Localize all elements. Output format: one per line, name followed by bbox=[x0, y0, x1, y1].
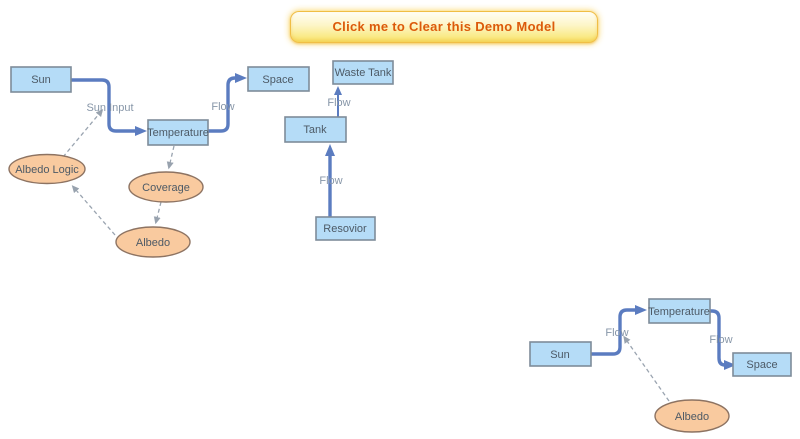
variable-albedo-logic[interactable]: Albedo Logic bbox=[8, 153, 86, 185]
stock-space-1[interactable]: Space bbox=[247, 66, 310, 92]
flow-temperature2-to-space2[interactable] bbox=[710, 309, 736, 370]
flow-label-temp2-space2[interactable]: Flow bbox=[709, 334, 732, 346]
variable-albedo-2-label: Albedo bbox=[675, 411, 709, 423]
variable-albedo-1[interactable]: Albedo bbox=[115, 226, 191, 258]
stock-space-2[interactable]: Space bbox=[732, 352, 792, 377]
flow-temperature1-to-space1[interactable] bbox=[208, 73, 247, 133]
connector-temperature-to-coverage[interactable] bbox=[166, 145, 175, 170]
stock-resovior-label: Resovior bbox=[323, 223, 367, 235]
flow-label-sun2-temp2[interactable]: Flow bbox=[605, 327, 628, 339]
variable-albedo-logic-label: Albedo Logic bbox=[15, 164, 79, 176]
stock-sun-2[interactable]: Sun bbox=[529, 341, 592, 367]
stock-sun-1-label: Sun bbox=[31, 74, 51, 86]
flow-label-tank-wastetank[interactable]: Flow bbox=[327, 97, 350, 109]
stock-sun-1[interactable]: Sun bbox=[10, 66, 72, 93]
stock-sun-2-label: Sun bbox=[550, 349, 570, 361]
connector-albedo-to-albedologic[interactable] bbox=[71, 185, 116, 236]
flow-sun1-to-temperature1[interactable] bbox=[71, 78, 147, 136]
variable-albedo-1-label: Albedo bbox=[136, 237, 170, 249]
stock-tank-label: Tank bbox=[303, 124, 327, 136]
flow-label-sun-input[interactable]: Sun Input bbox=[86, 102, 133, 114]
stock-tank[interactable]: Tank bbox=[284, 116, 347, 143]
stock-waste-tank[interactable]: Waste Tank bbox=[332, 60, 394, 85]
stock-temperature-1-label: Temperature bbox=[147, 127, 209, 139]
stock-waste-tank-label: Waste Tank bbox=[335, 67, 392, 79]
clear-demo-model-button[interactable]: Click me to Clear this Demo Model bbox=[290, 11, 598, 43]
stock-temperature-2-label: Temperature bbox=[648, 306, 710, 318]
variable-coverage-label: Coverage bbox=[142, 182, 190, 194]
flow-label-resovior-tank[interactable]: Flow bbox=[319, 175, 342, 187]
variable-albedo-2[interactable]: Albedo bbox=[654, 399, 730, 433]
stock-temperature-1[interactable]: Temperature bbox=[147, 119, 209, 146]
connector-albedo2-to-flow[interactable] bbox=[623, 335, 670, 402]
flow-sun2-to-temperature2[interactable] bbox=[591, 305, 647, 356]
stock-space-2-label: Space bbox=[746, 359, 777, 371]
connector-coverage-to-albedo[interactable] bbox=[153, 201, 162, 225]
stock-resovior[interactable]: Resovior bbox=[315, 216, 376, 241]
variable-coverage[interactable]: Coverage bbox=[128, 171, 204, 203]
stock-space-1-label: Space bbox=[262, 74, 293, 86]
flow-label-temp1-space1[interactable]: Flow bbox=[211, 101, 234, 113]
stock-temperature-2[interactable]: Temperature bbox=[648, 298, 711, 324]
connector-albedologic-to-suninput[interactable] bbox=[62, 109, 104, 158]
